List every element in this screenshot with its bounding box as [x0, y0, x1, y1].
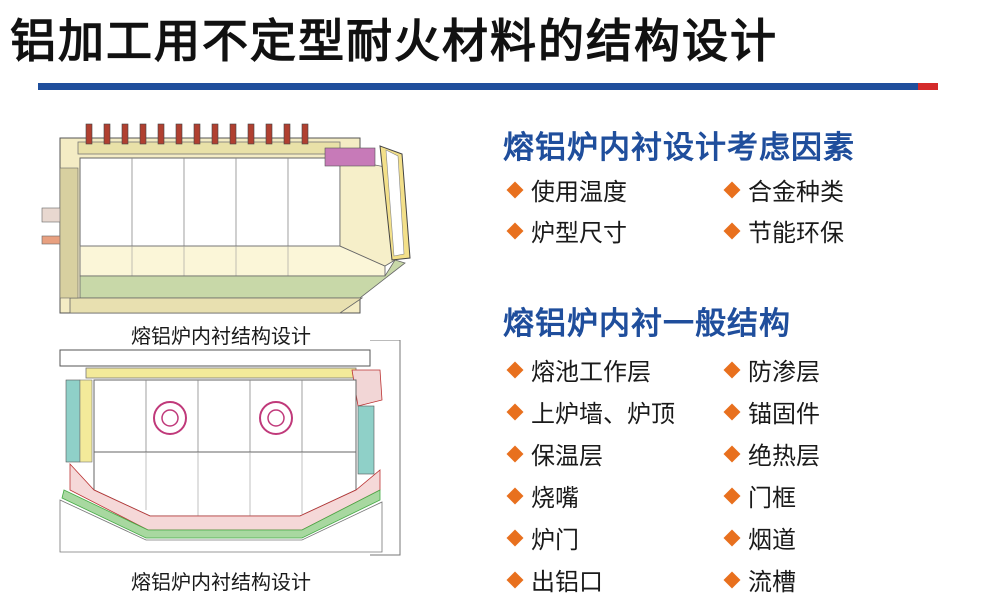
list-item: 炉门: [503, 520, 579, 555]
title-underline-blue: [38, 83, 918, 90]
title-underline-red: [918, 83, 938, 90]
furnace-lining-diagram-top: [40, 108, 440, 318]
list-item: 保温层: [503, 436, 603, 471]
diamond-bullet-icon: [506, 487, 524, 504]
diamond-bullet-icon: [506, 529, 524, 546]
list-item: 上炉墙、炉顶: [503, 394, 675, 429]
list-item: 锚固件: [720, 394, 820, 429]
diamond-bullet-icon: [506, 571, 524, 588]
diamond-bullet-icon: [723, 571, 741, 588]
diamond-bullet-icon: [506, 181, 524, 198]
diamond-bullet-icon: [723, 445, 741, 462]
list-item: 节能环保: [720, 213, 844, 248]
list-item: 烟道: [720, 520, 796, 555]
furnace-lining-diagram-bottom: [40, 340, 420, 558]
list-item: 出铝口: [503, 562, 603, 597]
diamond-bullet-icon: [506, 403, 524, 420]
diamond-bullet-icon: [723, 361, 741, 378]
figure-caption-bottom: 熔铝炉内衬结构设计: [131, 570, 311, 594]
section-heading-general-structure: 熔铝炉内衬一般结构: [503, 306, 791, 342]
diamond-bullet-icon: [506, 361, 524, 378]
diamond-bullet-icon: [723, 222, 741, 239]
list-item: 炉型尺寸: [503, 213, 627, 248]
list-item: 防渗层: [720, 352, 820, 387]
diamond-bullet-icon: [723, 529, 741, 546]
list-item: 熔池工作层: [503, 352, 651, 387]
list-item: 门框: [720, 478, 796, 513]
list-item: 使用温度: [503, 172, 627, 207]
list-item: 合金种类: [720, 172, 844, 207]
diamond-bullet-icon: [723, 181, 741, 198]
figure-caption-top: 熔铝炉内衬结构设计: [131, 324, 311, 348]
diamond-bullet-icon: [723, 403, 741, 420]
diamond-bullet-icon: [723, 487, 741, 504]
list-item: 绝热层: [720, 436, 820, 471]
section-heading-design-factors: 熔铝炉内衬设计考虑因素: [503, 130, 855, 166]
list-item: 烧嘴: [503, 478, 579, 513]
diamond-bullet-icon: [506, 222, 524, 239]
diamond-bullet-icon: [506, 445, 524, 462]
page-title: 铝加工用不定型耐火材料的结构设计: [10, 14, 778, 68]
list-item: 流槽: [720, 562, 796, 597]
